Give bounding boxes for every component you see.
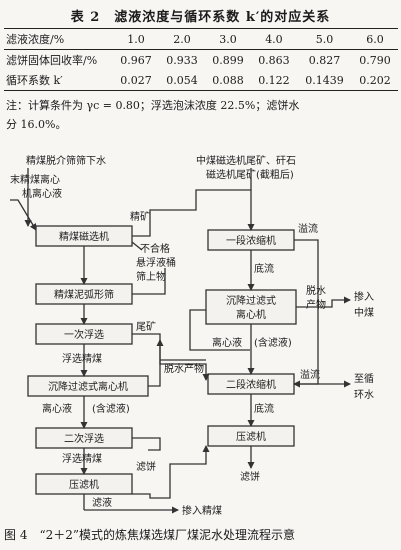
- table-cell: 1.0: [113, 28, 159, 50]
- flow-label: 溢流: [300, 368, 320, 381]
- flow-label: 至循: [354, 372, 374, 385]
- flow-arrow: [296, 296, 351, 308]
- flow-label: 脱水产物: [164, 362, 204, 375]
- flow-label: 脱水: [306, 284, 326, 297]
- figure-caption: 图 4 “2＋2”模式的炼焦煤选煤厂煤泥水处理流程示意: [4, 528, 295, 542]
- input-label: 中煤磁选机尾矿、矸石: [196, 154, 296, 167]
- flow-label: 产物: [306, 298, 326, 311]
- table-cell: 0.054: [166, 73, 198, 87]
- flow-label: 环水: [354, 389, 374, 401]
- row-label: 滤液浓度/%: [4, 28, 113, 50]
- table-cell: 4.0: [250, 28, 297, 50]
- flow-arrow: [189, 309, 250, 351]
- flow-label: 底流: [254, 402, 274, 415]
- flow-label: 掺入: [354, 290, 374, 303]
- table-cell: 0.790: [359, 53, 391, 67]
- table-cell: 0.1439: [305, 73, 344, 87]
- flow-label: 浮选精煤: [62, 452, 102, 465]
- table-cell: 0.863: [258, 53, 290, 67]
- table-cell: 0.122: [258, 73, 290, 87]
- flow-arrow: [132, 437, 161, 451]
- table-cell: 5.0: [296, 28, 352, 50]
- process-flowchart: 精煤脱介筛筛下水 末精煤离心 机离心液 中煤磁选机尾矿、矸石 磁选机尾矿(截粗后…: [10, 154, 374, 517]
- table-row: 滤液浓度/% 1.0 2.0 3.0 4.0 5.0 6.0: [4, 28, 398, 50]
- box-label: 精煤泥弧形筛: [54, 288, 114, 301]
- input-label: 末精煤离心: [10, 173, 60, 186]
- box-label: 一段浓缩机: [226, 234, 276, 247]
- flow-label: 滤饼: [240, 470, 260, 483]
- note-line: 分 16.0%。: [6, 118, 67, 131]
- flow-label: 离心液: [42, 402, 72, 415]
- box-label: 沉降过滤式离心机: [48, 380, 128, 393]
- flow-label: 底流: [254, 262, 274, 275]
- flow-arrow: [10, 199, 37, 231]
- flow-arrow: [293, 239, 319, 388]
- flow-label: (含滤液): [254, 336, 292, 349]
- flow-label: 不合格: [140, 242, 170, 255]
- table-cell: 0.827: [308, 53, 341, 67]
- box-label: 压滤机: [69, 478, 99, 491]
- table-cell: 3.0: [204, 28, 251, 50]
- flow-label: 中煤: [354, 306, 374, 319]
- note-line: 注：计算条件为 γc = 0.80；浮选泡沫浓度 22.5%；滤饼水: [6, 99, 300, 112]
- table-cell: 2.0: [158, 28, 205, 50]
- flow-label: 精矿: [130, 210, 150, 223]
- box-label: 压滤机: [236, 430, 266, 443]
- flow-arrow: [148, 339, 164, 387]
- concentration-table: 滤液浓度/% 1.0 2.0 3.0 4.0 5.0 6.0 滤饼固体回收率/%…: [4, 28, 398, 91]
- flow-label: 悬浮液桶: [136, 256, 176, 269]
- input-label: 磁选机尾矿(截粗后): [206, 168, 294, 181]
- table-cell: 0.933: [166, 53, 198, 67]
- flow-label: 掺入精煤: [182, 504, 222, 517]
- box-label: 二次浮选: [64, 432, 104, 445]
- table-cell: 0.088: [212, 73, 244, 87]
- flow-arrow: [132, 445, 210, 499]
- row-label: 循环系数 k′: [6, 74, 63, 87]
- table-cell: 0.967: [120, 53, 152, 67]
- box-label: 离心机: [236, 308, 266, 321]
- box-label: 精煤磁选机: [59, 230, 109, 243]
- table-row: 滤饼固体回收率/% 0.967 0.933 0.899 0.863 0.827 …: [4, 50, 398, 71]
- flow-label: 筛上物: [136, 270, 166, 283]
- table-row: 循环系数 k′ 0.027 0.054 0.088 0.122 0.1439 0…: [4, 70, 398, 91]
- flow-label: 滤液: [92, 496, 112, 509]
- input-label: 精煤脱介筛筛下水: [26, 154, 106, 167]
- table-caption: 表 2 滤液浓度与循环系数 k′的对应关系: [70, 10, 331, 25]
- flow-arrow: [132, 268, 166, 295]
- table-cell: 0.027: [120, 73, 152, 87]
- flow-label: 溢流: [298, 222, 318, 235]
- row-label: 滤饼固体回收率/%: [6, 54, 98, 67]
- table-cell: 6.0: [351, 28, 398, 50]
- flow-label: 滤饼: [136, 460, 156, 473]
- flow-label: 离心液: [212, 336, 242, 349]
- flow-label: (含滤液): [92, 402, 130, 415]
- table-cell: 0.899: [212, 53, 244, 67]
- table-cell: 0.202: [359, 73, 391, 87]
- flow-label: 浮选精煤: [62, 352, 102, 365]
- flow-label: 尾矿: [136, 320, 156, 333]
- box-label: 一次浮选: [64, 328, 104, 341]
- input-label: 机离心液: [22, 187, 62, 200]
- flow-arrow: [131, 241, 143, 251]
- box-label: 沉降过滤式: [226, 294, 276, 307]
- table-note: 注：计算条件为 γc = 0.80；浮选泡沫浓度 22.5%；滤饼水 分 16.…: [6, 96, 396, 134]
- box-label: 二段浓缩机: [226, 378, 276, 391]
